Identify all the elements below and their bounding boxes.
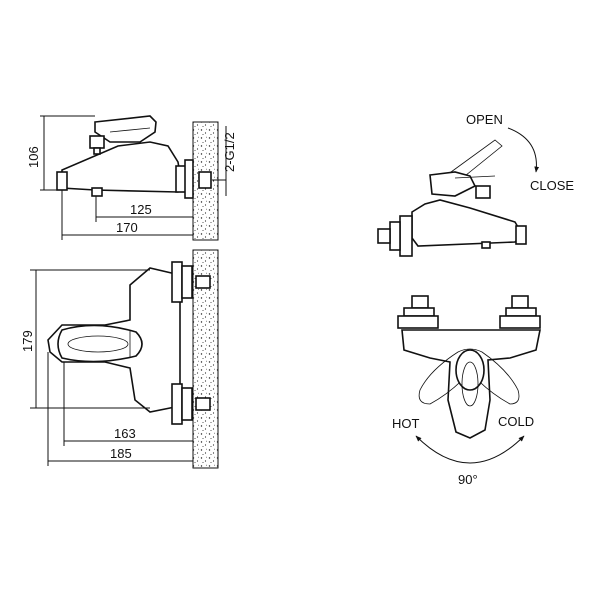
right-connector-top-op — [511, 295, 529, 309]
upper-connector-top — [171, 261, 183, 303]
lower-connector-top — [171, 383, 183, 425]
operation-top-view: HOT COLD 90° — [392, 295, 541, 487]
length-outer-label: 185 — [110, 446, 132, 461]
height-label: 106 — [26, 146, 41, 168]
connector-operation — [399, 215, 413, 257]
angle-label: 90° — [458, 472, 478, 487]
spout-tip-side — [56, 171, 68, 191]
thread-label: 2-G1/2 — [222, 132, 237, 172]
cold-label: COLD — [498, 414, 534, 429]
top-view: 179 163 185 — [20, 249, 219, 469]
side-view: 106 2-G1/2 125 170 — [26, 115, 237, 241]
rotation-arc — [415, 435, 525, 464]
length-inner-label: 163 — [114, 426, 136, 441]
diverter-knob-side — [89, 135, 105, 149]
lever-rotation-outline — [418, 348, 520, 405]
faucet-body-side — [61, 141, 183, 193]
open-label: OPEN — [466, 112, 503, 127]
width-label: 179 — [20, 330, 35, 352]
lever-top — [57, 324, 143, 363]
hot-label: HOT — [392, 416, 420, 431]
close-label: CLOSE — [530, 178, 574, 193]
operation-side-view: OPEN CLOSE — [377, 112, 574, 257]
lever-handle — [429, 171, 477, 197]
faucet-body-operation — [411, 199, 523, 247]
lever-side — [94, 115, 157, 143]
outlet-side — [91, 187, 103, 197]
depth-inner-label: 125 — [130, 202, 152, 217]
left-connector-top-op — [411, 295, 429, 309]
depth-outer-label: 170 — [116, 220, 138, 235]
open-close-arrow — [507, 127, 540, 173]
